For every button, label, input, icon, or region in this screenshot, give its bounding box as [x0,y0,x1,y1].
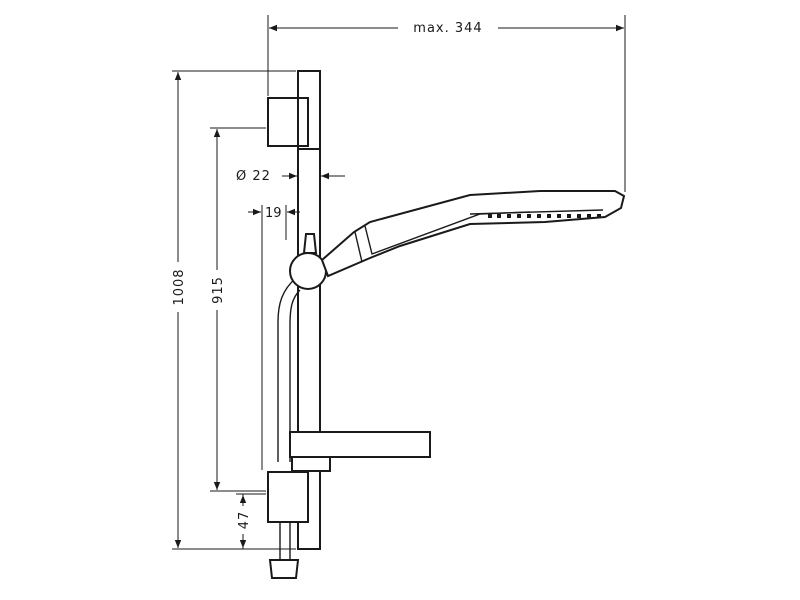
dim-offset-label: 19 [265,206,282,221]
hand-shower-handle-line [354,231,363,263]
slider-knob [289,252,327,290]
hose-connector [268,559,300,579]
spray-nozzles [488,214,601,218]
dim-rail-label: 915 [211,276,226,304]
top-bracket-cap [297,70,321,150]
dim-height-label: 1008 [172,268,187,305]
soap-dish [289,431,431,458]
dim-diameter-label: Ø 22 [236,169,271,184]
dim-bottom-label: 47 [237,511,252,530]
hand-shower-face [469,209,604,215]
soap-dish-holder [291,456,331,472]
dim-width-label: max. 344 [413,21,482,36]
bottom-hose-end [279,522,291,560]
bottom-wall-bracket [267,471,309,523]
shower-hose [277,277,297,462]
shower-hose-inner [289,289,301,462]
slider-top [302,233,318,254]
top-wall-bracket [267,97,309,147]
